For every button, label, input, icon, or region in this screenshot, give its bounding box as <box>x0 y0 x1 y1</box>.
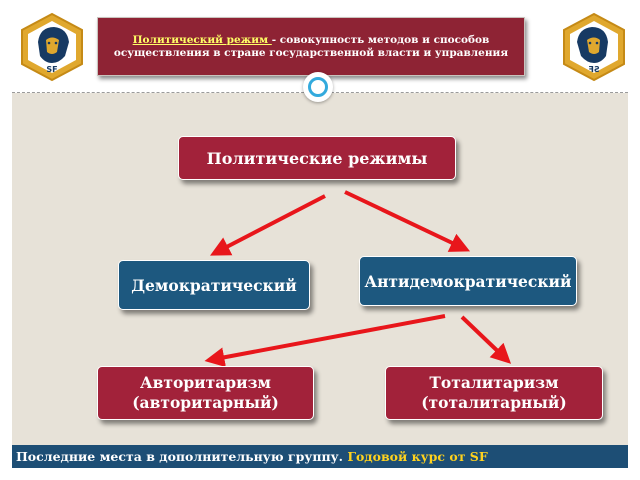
lion-logo-icon: SF <box>21 12 83 82</box>
logo-text-mirrored: SF <box>588 65 599 74</box>
arrow-root-to-antidemocratic <box>344 190 471 252</box>
logo-text: SF <box>46 65 57 74</box>
promo-footer: Последние места в дополнительную группу.… <box>12 445 628 468</box>
definition-banner: Политический режим - совокупность методо… <box>97 17 525 76</box>
definition-sentence: Политический режим - совокупность методо… <box>108 34 514 60</box>
definition-text: - совокупность методов и способов осущес… <box>113 33 509 59</box>
promo-highlight: Годовой курс от SF <box>347 449 488 464</box>
node-democratic-label: Демократический <box>131 275 297 295</box>
definition-term: Политический режим <box>132 33 272 46</box>
node-totalitarian-label: Тоталитаризм (тоталитарный) <box>421 373 567 412</box>
node-antidemocratic-label: Антидемократический <box>364 271 572 291</box>
lion-logo-mirrored-icon: SF <box>563 12 625 82</box>
node-totalitarian: Тоталитаризм (тоталитарный) <box>385 366 603 420</box>
node-democratic: Демократический <box>118 260 310 310</box>
node-antidemocratic: Антидемократический <box>359 256 577 306</box>
promo-text: Последние места в дополнительную группу. <box>16 449 348 464</box>
ring-icon <box>303 72 333 102</box>
node-authoritarian-label: Авторитаризм (авторитарный) <box>132 373 279 412</box>
arrow-antidemocratic-to-totalitarian <box>460 315 512 364</box>
node-political-regimes: Политические режимы <box>178 136 456 180</box>
arrow-antidemocratic-to-authoritarian <box>204 314 446 368</box>
arrow-root-to-democratic <box>210 194 326 256</box>
node-authoritarian: Авторитаризм (авторитарный) <box>97 366 314 420</box>
node-political-regimes-label: Политические режимы <box>206 148 428 168</box>
